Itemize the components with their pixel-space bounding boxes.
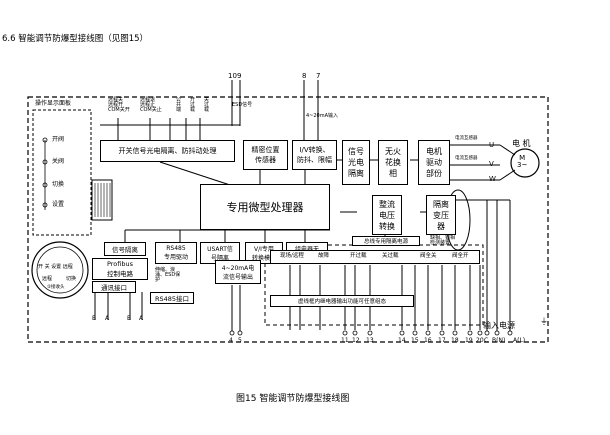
terminal-18: 18 xyxy=(451,337,459,344)
terminal-17: 17 xyxy=(438,337,446,344)
terminal-19: 19 xyxy=(465,337,473,344)
close-over-label: 关 过 载 xyxy=(204,97,210,113)
panel-title: 操作显示面板 xyxy=(35,100,72,107)
terminal-13: 13 xyxy=(366,337,374,344)
terminal-9: 9 xyxy=(237,72,242,80)
rs485-drv-label: RS485 专用驱动 xyxy=(163,245,188,261)
brake-label: 缺相、错相 检测装置 xyxy=(430,235,456,246)
remote-stop-label: 远程退 远程止 COM关止 xyxy=(140,97,162,113)
rectifier-block: 整流 电压 转换 xyxy=(372,195,402,235)
knob-switch: 切换 xyxy=(66,276,77,282)
rectifier-label: 整流 电压 转换 xyxy=(379,199,395,231)
relay-label-full-close: 阀全关 xyxy=(420,253,437,259)
iso-trans-label: 隔离 变压 器 xyxy=(433,199,449,231)
terminal-20: 20 xyxy=(476,337,484,344)
relay-label-close-over: 关过载 xyxy=(382,253,399,259)
motor-drv-label: 电机 驱动 部份 xyxy=(426,147,442,178)
panel-btn-switch: 切换 xyxy=(52,181,65,188)
sig-iso-label: 信号隔离 xyxy=(112,246,138,254)
iso-trans-block: 隔离 变压 器 xyxy=(426,195,456,235)
terminal-c: C xyxy=(484,337,489,344)
terminal-8: 8 xyxy=(302,72,307,80)
relay-status-label: 虚线框内继电器输出功能可任意组态 xyxy=(297,299,386,305)
bus-power-label: 总线专用隔离电源 xyxy=(363,239,408,245)
profibus-label: Profibus 控制电路 xyxy=(106,260,134,278)
motor-label: 电 机 xyxy=(512,139,531,148)
io-input-label: 4~20mA输入 xyxy=(306,113,339,119)
ct-label-2: 电流互感器 xyxy=(455,156,478,161)
switch-proc-label: 开关信号光电隔离、防抖动处理 xyxy=(118,147,217,155)
spark-label: 无火 花换 相 xyxy=(385,147,401,178)
terminal-10: 10 xyxy=(228,72,237,80)
comm-port-block: 通讯接口 xyxy=(92,281,136,293)
esd-label: ESD信号 xyxy=(232,102,253,108)
rs485-port-block: RS485接口 xyxy=(150,292,194,304)
terminal-12: 12 xyxy=(352,337,360,344)
rs485-port-label: RS485接口 xyxy=(154,295,190,303)
usart-label: USART信 号隔离 xyxy=(207,246,233,262)
relay-row xyxy=(270,250,480,264)
ct-label-1: 电流互感器 xyxy=(455,136,478,141)
iv-convert-block: I/V转换、 防抖、限幅 xyxy=(292,140,337,170)
port-a-2: A xyxy=(139,315,144,322)
terminal-bn: B(N) xyxy=(492,337,506,344)
motor-symbol: M 3~ xyxy=(517,154,528,169)
surge-label: 伸缩、浪 涌、ESD保 护 xyxy=(155,267,181,283)
profibus-block: Profibus 控制电路 xyxy=(92,258,148,280)
iv-convert-label: I/V转换、 防抖、限幅 xyxy=(297,146,332,164)
spark-block: 无火 花换 相 xyxy=(378,140,408,185)
signal-iso-block: 信号 光电 隔离 xyxy=(342,140,370,185)
pos-sensor-block: 精密位置 传感器 xyxy=(243,140,288,170)
relay-label-full-open: 阀全开 xyxy=(452,253,469,259)
phase-u: U xyxy=(489,141,495,149)
ma-output-label: 4~20mA电 流信号输出 xyxy=(221,265,255,281)
phase-w: W xyxy=(489,175,496,183)
terminal-4: 4 xyxy=(229,337,233,344)
panel-btn-open: 开阀 xyxy=(52,136,65,143)
knob-status: 开 关 设置 远程 xyxy=(38,264,73,270)
port-b-2: B xyxy=(127,315,132,322)
section-title: 6.6 智能调节防爆型接线图（见图15） xyxy=(2,34,149,44)
mcu-label: 专用微型处理器 xyxy=(226,201,304,214)
figure-caption: 图15 智能调节防爆型接线图 xyxy=(236,394,350,404)
power-input-label: 输入电源 xyxy=(483,321,515,330)
ground-icon: ⏚ xyxy=(540,317,548,326)
panel-btn-close: 关阀 xyxy=(52,158,65,165)
terminal-7: 7 xyxy=(316,72,321,80)
pos-sensor-label: 精密位置 传感器 xyxy=(251,146,280,164)
terminal-14: 14 xyxy=(398,337,406,344)
terminal-al: A(L) xyxy=(513,337,526,344)
knob-remote: 远程 xyxy=(42,276,53,282)
switch-proc-block: 开关信号光电隔离、防抖动处理 xyxy=(100,140,235,162)
relay-status-block: 虚线框内继电器输出功能可任意组态 xyxy=(270,295,414,307)
open-over-label: 开 过 载 xyxy=(190,97,196,113)
sig-iso-block: 信号隔离 xyxy=(104,242,146,256)
mcu-block: 专用微型处理器 xyxy=(200,184,330,230)
relay-label-local: 现场/远程 xyxy=(280,253,304,259)
terminal-11: 11 xyxy=(341,337,349,344)
ma-output-block: 4~20mA电 流信号输出 xyxy=(215,260,261,284)
remote-open-label: 远程关 远程开 COM关开 xyxy=(108,97,130,113)
phase-v: V xyxy=(489,160,494,168)
terminal-15: 15 xyxy=(411,337,419,344)
rs485-drv-block: RS485 专用驱动 xyxy=(155,242,197,264)
panel-btn-set: 设置 xyxy=(52,201,65,208)
terminal-16: 16 xyxy=(424,337,432,344)
relay-label-open-over: 开过载 xyxy=(350,253,367,259)
signal-iso-label: 信号 光电 隔离 xyxy=(348,147,364,178)
port-b-1: B xyxy=(92,315,97,322)
terminal-5: 5 xyxy=(238,337,242,344)
relay-label-fault: 故障 xyxy=(318,253,330,259)
bus-power-block: 总线专用隔离电源 xyxy=(352,236,420,246)
pub-label: 公 共 端 xyxy=(176,97,182,113)
comm-port-label: 通讯接口 xyxy=(101,284,127,292)
vi-convert-label: V/I专用 转换模块 xyxy=(251,246,276,262)
motor-drv-block: 电机 驱动 部份 xyxy=(418,140,450,185)
port-a-1: A xyxy=(105,315,110,322)
knob-receiver: ②接收头 xyxy=(47,285,65,290)
